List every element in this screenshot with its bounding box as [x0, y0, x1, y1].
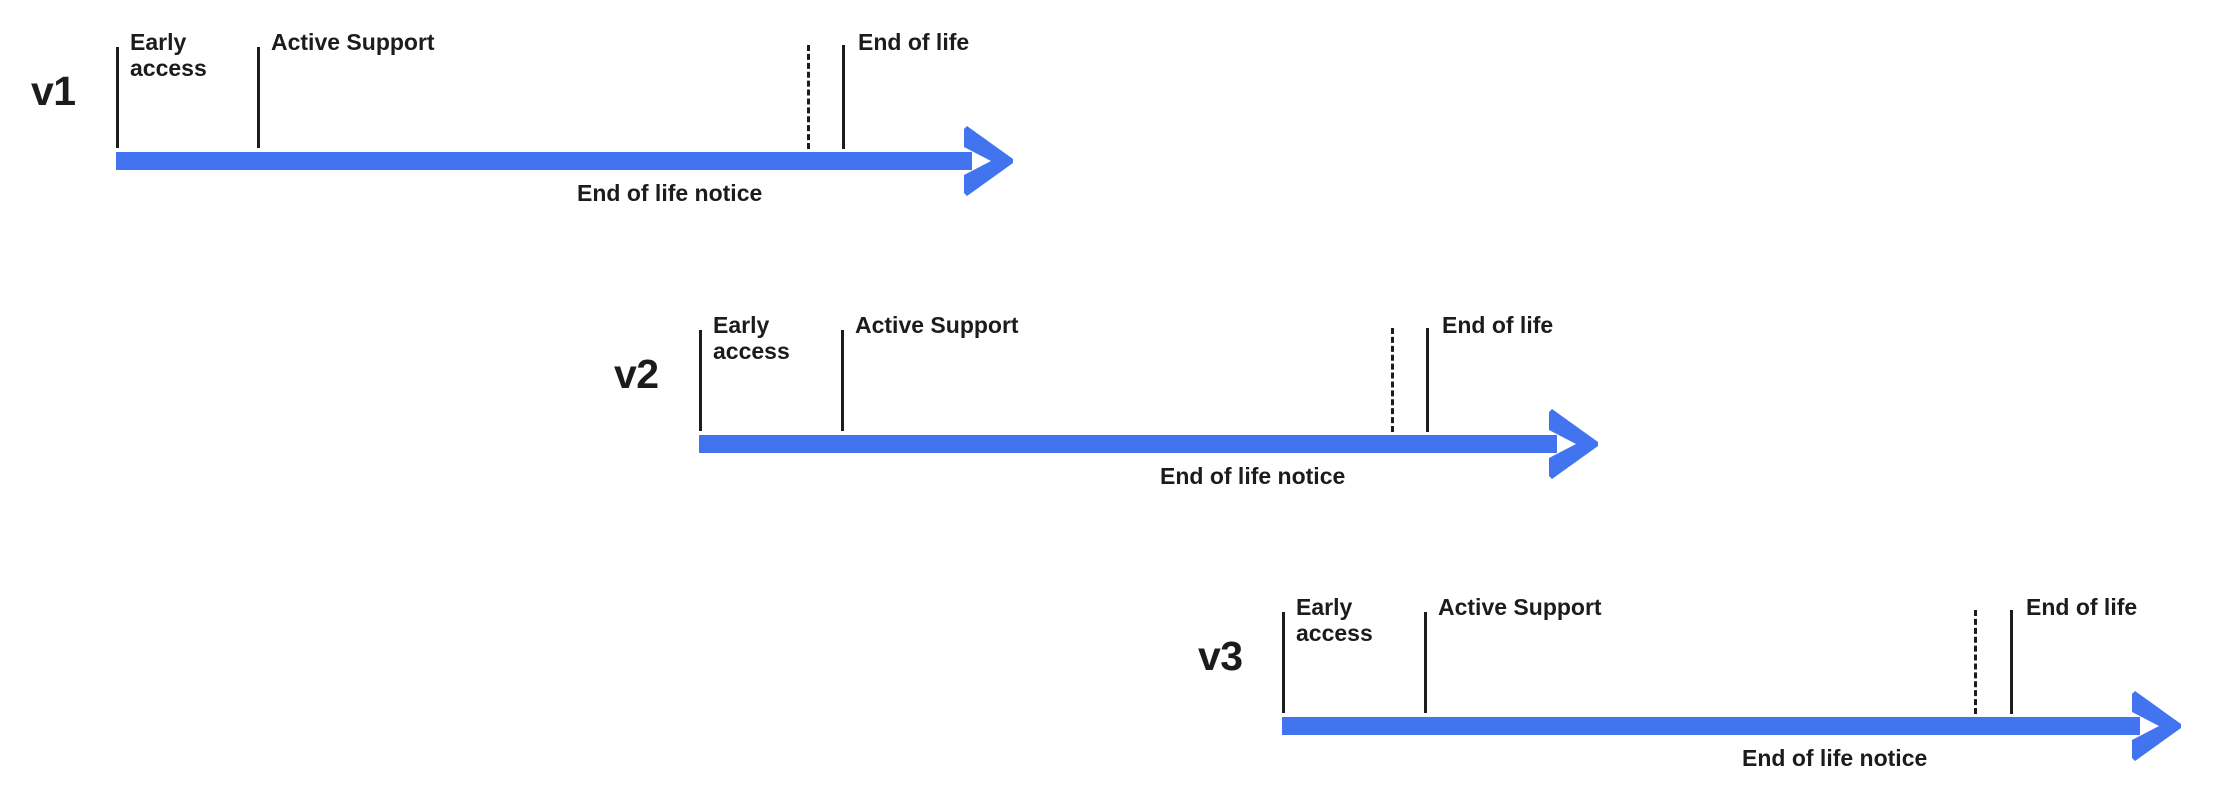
phase-label-end-of-life-v1: End of life — [858, 29, 970, 55]
tick-end-of-life-start-v3 — [2010, 610, 2013, 714]
phase-label-end-of-life-v3: End of life — [2026, 594, 2138, 620]
arrow-head-icon-v1 — [964, 126, 1013, 196]
phase-label-active-support-v1: Active Support — [271, 29, 435, 55]
tick-end-of-life-start-v1 — [842, 45, 845, 149]
version-label-v2: v2 — [614, 351, 659, 397]
lifecycle-arrow-bar-v3 — [1282, 717, 2140, 735]
version-label-v1: v1 — [31, 68, 76, 114]
phase-label-early-access-v1: Early access — [130, 29, 207, 81]
tick-end-of-life-notice-v3 — [1974, 610, 1977, 714]
lifecycle-arrow-bar-v2 — [699, 435, 1557, 453]
notice-label-v1: End of life notice — [577, 180, 763, 206]
tick-end-of-life-notice-v2 — [1391, 328, 1394, 432]
tick-end-of-life-start-v2 — [1426, 328, 1429, 432]
notice-label-v3: End of life notice — [1742, 745, 1928, 771]
phase-label-end-of-life-v2: End of life — [1442, 312, 1554, 338]
tick-active-support-start-v3 — [1424, 612, 1427, 713]
phase-label-active-support-v3: Active Support — [1438, 594, 1602, 620]
phase-label-early-access-v2: Early access — [713, 312, 790, 364]
tick-early-access-start-v2 — [699, 330, 702, 431]
phase-label-active-support-v2: Active Support — [855, 312, 1019, 338]
tick-early-access-start-v1 — [116, 47, 119, 148]
tick-early-access-start-v3 — [1282, 612, 1285, 713]
version-label-v3: v3 — [1198, 633, 1243, 679]
arrow-head-icon-v3 — [2132, 691, 2181, 761]
tick-active-support-start-v2 — [841, 330, 844, 431]
notice-label-v2: End of life notice — [1160, 463, 1346, 489]
arrow-head-icon-v2 — [1549, 409, 1598, 479]
lifecycle-arrow-bar-v1 — [116, 152, 972, 170]
tick-active-support-start-v1 — [257, 47, 260, 148]
tick-end-of-life-notice-v1 — [807, 45, 810, 149]
phase-label-early-access-v3: Early access — [1296, 594, 1373, 646]
